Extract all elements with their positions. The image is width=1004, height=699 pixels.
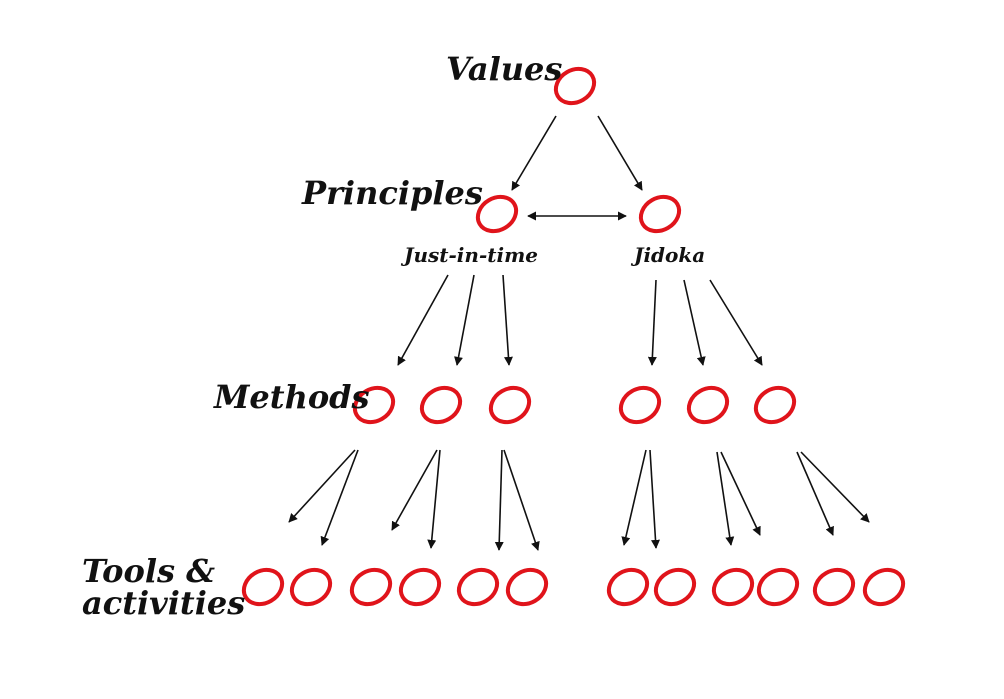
tool-node-10	[756, 567, 800, 607]
tool-node-3	[349, 567, 393, 607]
method-node-1	[352, 385, 396, 425]
arrow-method-to-tool-3	[391, 449, 438, 531]
method-node-2	[419, 385, 463, 425]
arrow-method-to-tool-2	[320, 449, 359, 546]
arrow-principle-to-method-3	[502, 274, 513, 366]
arrows-layer	[288, 115, 870, 551]
principle-name-jidoka: Jidoka	[630, 243, 705, 267]
arrow-method-to-tool-10	[720, 451, 761, 536]
tool-node-11	[812, 567, 856, 607]
tool-node-4	[398, 567, 442, 607]
method-node-6	[753, 385, 797, 425]
arrow-principle-to-method-4	[647, 279, 657, 366]
arrow-value-to-principle-jidoka	[597, 115, 643, 191]
level-label-values: Values	[446, 50, 562, 88]
nodes-layer	[241, 66, 906, 607]
arrow-principle-to-method-1	[397, 274, 449, 366]
principle-name-jit: Just-in-time	[400, 243, 538, 267]
arrow-principle-to-method-2	[454, 274, 475, 366]
level-label-principles: Principles	[301, 174, 483, 212]
arrow-principle-to-method-6	[709, 279, 763, 366]
arrow-method-to-tool-6	[503, 449, 540, 551]
tool-node-5	[456, 567, 500, 607]
tool-node-7	[606, 567, 650, 607]
arrow-method-to-tool-8	[649, 449, 660, 549]
arrow-method-to-tool-12	[800, 451, 870, 523]
method-node-3	[488, 385, 532, 425]
level-labels: Values Principles Methods Tools & activi…	[82, 50, 562, 622]
method-node-5	[686, 385, 730, 425]
tool-node-8	[653, 567, 697, 607]
arrow-principle-to-method-5	[683, 279, 706, 366]
arrow-method-to-tool-7	[621, 449, 647, 546]
arrow-method-to-tool-9	[716, 451, 735, 546]
principle-node-jit	[475, 194, 519, 234]
principle-names: Just-in-time Jidoka	[400, 243, 705, 267]
arrow-value-to-principle-jit	[511, 115, 557, 191]
tool-node-9	[711, 567, 755, 607]
level-label-tools-line2: activities	[82, 584, 245, 622]
tool-node-12	[862, 567, 906, 607]
arrow-method-to-tool-11	[796, 451, 834, 536]
tool-node-6	[505, 567, 549, 607]
tool-node-1	[241, 567, 285, 607]
level-label-tools-line1: Tools &	[82, 552, 215, 590]
value-node	[553, 66, 597, 106]
principle-node-jidoka	[638, 194, 682, 234]
arrow-method-to-tool-5	[494, 449, 504, 551]
method-node-4	[618, 385, 662, 425]
arrow-method-to-tool-4	[427, 449, 441, 549]
tool-node-2	[289, 567, 333, 607]
arrow-method-to-tool-1	[288, 449, 356, 523]
level-label-methods: Methods	[213, 378, 370, 416]
